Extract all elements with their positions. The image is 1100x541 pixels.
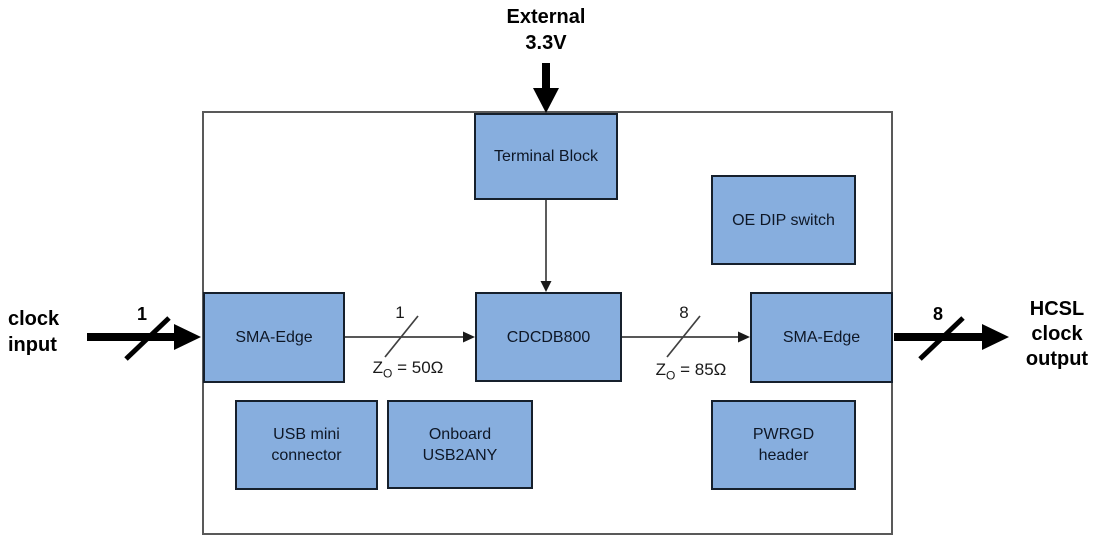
hcsl-clock-output-label: HCSL clock output [1016,297,1098,372]
z-subscript: O [666,368,676,383]
block-onboard-usb2any: Onboard USB2ANY [387,400,533,489]
block-terminal-block-label: Terminal Block [493,148,599,165]
external-supply-label: External 3.3V [476,4,616,56]
clock-input-arrow [87,316,201,361]
bus-width-input: 1 [136,304,147,324]
z-symbol: Z [655,360,667,379]
block-sma-edge-output: SMA-Edge [750,292,893,383]
hcsl-output-line1: HCSL [1029,298,1085,320]
z-symbol: Z [372,358,384,377]
clock-output-arrow [894,316,1009,361]
clock-input-line2: input [8,334,57,356]
block-sma-edge-input-label: SMA-Edge [235,329,313,346]
block-sma-edge-input: SMA-Edge [203,292,345,383]
block-terminal-block: Terminal Block [474,113,618,200]
hcsl-output-line2: clock [1031,323,1083,345]
external-supply-line1: External [506,6,586,28]
block-pwrgd-line2: header [758,447,809,464]
block-usb-mini-line1: USB mini [273,426,340,443]
block-usb2any-line2: USB2ANY [422,446,498,464]
bus-width-output: 8 [932,304,943,324]
clock-input-line1: clock [8,308,60,330]
block-oe-dip-switch-label: OE DIP switch [732,211,835,229]
block-usb-mini-connector: USB mini connector [235,400,378,490]
bus-width-internal-out: 8 [679,303,689,322]
cdcdb800-to-sma-line [622,315,750,358]
block-oe-dip-switch: OE DIP switch [711,175,856,265]
z-subscript: O [383,366,393,381]
z-value: = 85Ω [675,360,727,379]
z-value: = 50Ω [392,358,444,377]
bus-slash-internal-in [384,315,419,358]
block-pwrgd-header: PWRGD header [711,400,856,490]
terminal-to-cdcdb800-line [540,200,552,292]
impedance-label-50ohm: ZO = 50Ω [353,358,463,380]
external-power-arrow [533,63,559,113]
block-pwrgd-line1: PWRGD [752,426,815,443]
block-sma-edge-output-label: SMA-Edge [782,329,861,346]
sma-to-cdcdb800-line [345,315,475,358]
bus-width-internal-in: 1 [395,303,405,322]
block-cdcdb800-label: CDCDB800 [506,328,591,346]
block-usb-mini-line2: connector [271,447,342,464]
block-cdcdb800: CDCDB800 [475,292,622,382]
block-usb2any-line1: Onboard [428,425,492,443]
hcsl-output-line3: output [1025,348,1089,370]
bus-slash-internal-out [666,315,701,358]
external-supply-line2: 3.3V [525,32,567,54]
bus-slash-output [918,316,965,361]
clock-input-label: clock input [8,306,59,358]
impedance-label-85ohm: ZO = 85Ω [636,360,746,382]
bus-slash-input [124,316,171,361]
